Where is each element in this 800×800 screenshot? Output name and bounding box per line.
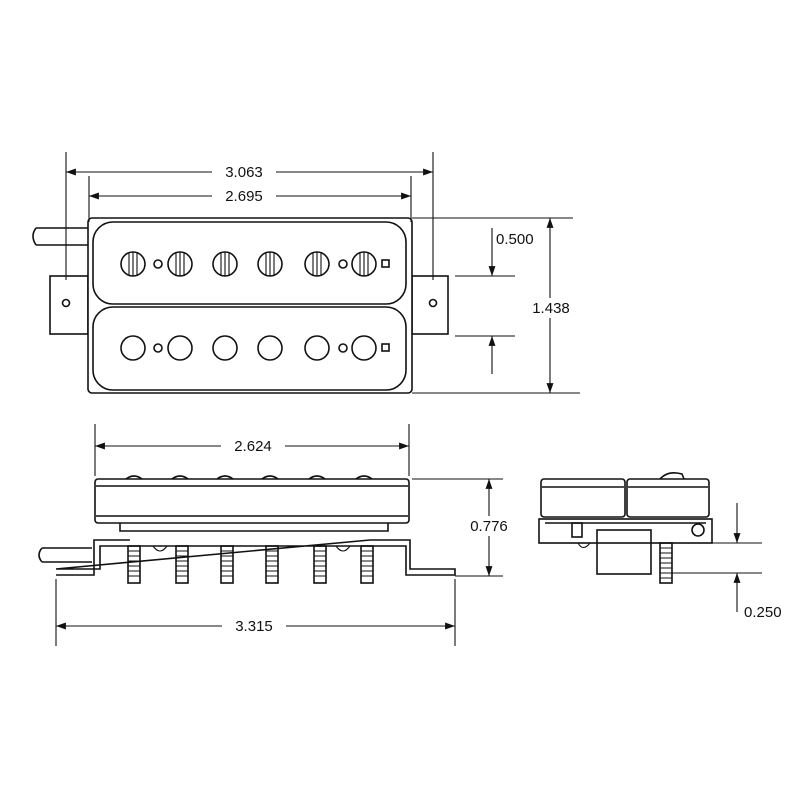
- dim-bobbin-width: 2.695: [88, 176, 412, 222]
- magnet-block: [596, 529, 652, 575]
- screw-pole: [304, 251, 330, 277]
- dim-label: 0.500: [496, 231, 534, 248]
- screw-pole: [257, 251, 283, 277]
- end-view: 0.250: [538, 472, 782, 621]
- leg-screw-end: [659, 542, 673, 584]
- small-hole: [153, 343, 163, 353]
- small-hole: [338, 259, 348, 269]
- dim-height: 1.438: [412, 217, 580, 394]
- dim-base-plate-width: 3.315: [55, 579, 456, 646]
- square-terminal: [381, 343, 390, 352]
- small-hole: [338, 343, 348, 353]
- screw-head: [659, 472, 685, 480]
- slug-pole: [304, 335, 330, 361]
- dim-leg-height: 0.250: [672, 503, 782, 621]
- side-view: 2.624 0.776 3.315: [38, 424, 514, 646]
- dim-label: 2.624: [234, 438, 272, 455]
- baseplate-end: [538, 518, 713, 544]
- mounting-hole-right: [428, 298, 438, 308]
- screw-pole: [120, 251, 146, 277]
- leg-screw: [127, 545, 141, 584]
- slug-pole: [120, 335, 146, 361]
- dim-label: 3.063: [225, 164, 263, 181]
- dim-side-cover-width: 2.624: [94, 424, 410, 476]
- dim-side-height: 0.776: [412, 478, 514, 577]
- slug-pole: [212, 335, 238, 361]
- wire-lead-side: [38, 547, 92, 563]
- leg-screw: [360, 545, 374, 584]
- dim-label: 0.776: [470, 518, 508, 535]
- slug-pole: [257, 335, 283, 361]
- slug-pole: [351, 335, 377, 361]
- square-terminal: [381, 259, 390, 268]
- mounting-tab-right: [411, 275, 449, 335]
- threaded-legs: [127, 545, 374, 584]
- mounting-hole-end: [691, 523, 705, 537]
- screw-pole-row: [120, 251, 390, 277]
- bobbin-end-left: [540, 478, 626, 518]
- dim-label: 3.315: [235, 618, 273, 635]
- baseplate-outline: [87, 217, 413, 394]
- pole-screw-heads: [125, 475, 373, 480]
- dim-overall-width: 3.063: [65, 152, 434, 280]
- top-view: 3.063 2.695 0.500 1.438: [32, 152, 580, 394]
- baseplate-side: [55, 539, 456, 576]
- cover-side: [94, 478, 410, 524]
- leg-screw: [265, 545, 279, 584]
- leg-screw: [313, 545, 327, 584]
- slug-pole: [167, 335, 193, 361]
- dim-label: 0.250: [744, 604, 782, 621]
- mounting-tab-left: [49, 275, 89, 335]
- dim-label: 1.438: [532, 300, 570, 317]
- slug-pole-row: [120, 335, 390, 361]
- bobbin-top: [92, 221, 407, 305]
- leg-screw: [220, 545, 234, 584]
- leg-screw: [175, 545, 189, 584]
- wire-lead: [32, 227, 92, 246]
- screw-pole: [351, 251, 377, 277]
- mounting-hole-left: [61, 298, 71, 308]
- small-hole: [153, 259, 163, 269]
- dim-pole-offset: 0.500: [455, 228, 534, 374]
- screw-pole: [212, 251, 238, 277]
- bobbin-bottom: [92, 306, 407, 391]
- dim-label: 2.695: [225, 188, 263, 205]
- bobbin-end-right: [626, 478, 710, 518]
- screw-pole: [167, 251, 193, 277]
